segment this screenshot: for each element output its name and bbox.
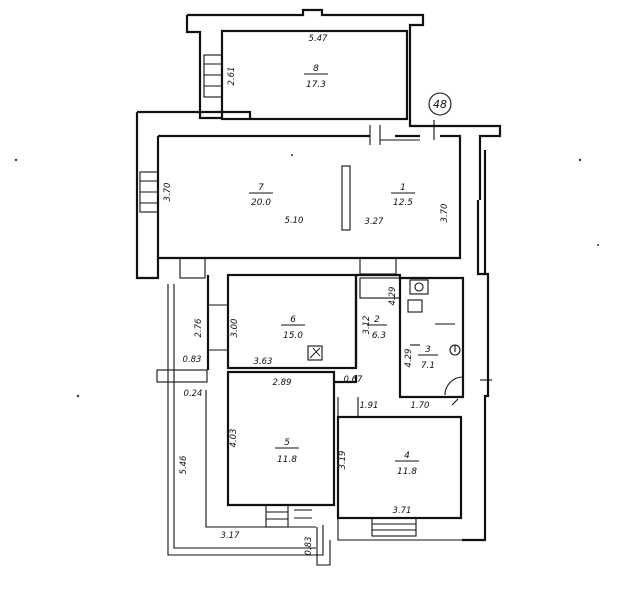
dim-room7-width: 5.10 — [285, 216, 304, 226]
building-number: 48 — [433, 98, 447, 111]
dim-room5-bottom: 3.17 — [221, 531, 241, 541]
room-4-area: 11.8 — [397, 467, 417, 477]
room-2-3-walls — [354, 273, 465, 406]
room-2-area: 6.3 — [372, 331, 387, 341]
room-1-number: 1 — [400, 183, 406, 193]
dim-room5-top: 2.89 — [273, 378, 292, 388]
dim-room4-bottom: 3.71 — [393, 506, 412, 516]
room-1-area: 12.5 — [393, 198, 413, 208]
room-4-number: 4 — [404, 451, 410, 461]
room-7-number: 7 — [258, 183, 264, 193]
dim-room4-height: 3.19 — [338, 451, 348, 470]
dim-loggia-length: 5.46 — [179, 455, 189, 475]
room-8-window — [203, 54, 223, 98]
dim-room8-width: 5.47 — [309, 34, 329, 44]
room-labels: 8 17.3 7 20.0 1 12.5 6 15.0 2 6.3 3 7.1 … — [249, 64, 438, 477]
room-4-window — [371, 517, 417, 537]
dim-loggia-upper: 2.76 — [194, 318, 204, 338]
dim-room6-width: 3.63 — [254, 357, 273, 367]
room-5-area: 11.8 — [277, 455, 297, 465]
dim-loggia-wall: 0.24 — [184, 389, 203, 399]
dim-room4-top-left: 1.91 — [360, 401, 379, 411]
dim-room6-height: 3.00 — [230, 319, 240, 338]
partition-block — [341, 165, 351, 231]
dim-room1-height: 3.70 — [440, 204, 450, 223]
room-8-area: 17.3 — [306, 80, 326, 90]
upper-block-walls — [135, 110, 502, 280]
room-2-number: 2 — [374, 315, 380, 325]
dim-room1-width: 3.27 — [365, 217, 385, 227]
room-8-walls — [185, 8, 425, 121]
room-3-area: 7.1 — [421, 361, 435, 371]
dim-room2-height: 4.29 — [388, 287, 398, 306]
dim-room4-top-right: 1.70 — [411, 401, 430, 411]
scan-specks — [14, 154, 599, 398]
room-7-window — [139, 171, 159, 213]
building-number-marker: 48 — [428, 92, 452, 116]
room-5-number: 5 — [284, 438, 290, 448]
sink-symbol — [407, 299, 423, 313]
toilet-symbol — [409, 279, 429, 295]
dim-corridor: 0.67 — [344, 375, 364, 385]
room-4-walls — [336, 397, 463, 541]
room-8-number: 8 — [313, 64, 319, 74]
room-7-area: 20.0 — [251, 198, 271, 208]
dim-room3-height: 4.29 — [404, 349, 414, 368]
room-3-number: 3 — [425, 345, 431, 355]
room-6-number: 6 — [290, 315, 296, 325]
meter-symbol — [307, 345, 323, 361]
dimension-labels: 5.47 2.61 3.70 5.10 3.27 3.70 2.76 3.00 … — [163, 34, 450, 555]
right-exterior-wall — [462, 150, 492, 542]
dim-room2-side: 3.12 — [362, 316, 372, 335]
dim-room8-height: 2.61 — [227, 67, 237, 86]
loggia-walls — [156, 275, 331, 566]
dim-room7-height: 3.70 — [163, 183, 173, 202]
dim-room5-height: 4.03 — [229, 429, 239, 448]
dim-loggia-gap: 0.83 — [183, 355, 202, 365]
room-5-walls — [205, 370, 358, 528]
room-6-area: 15.0 — [283, 331, 303, 341]
dim-step: 0.83 — [304, 537, 314, 556]
